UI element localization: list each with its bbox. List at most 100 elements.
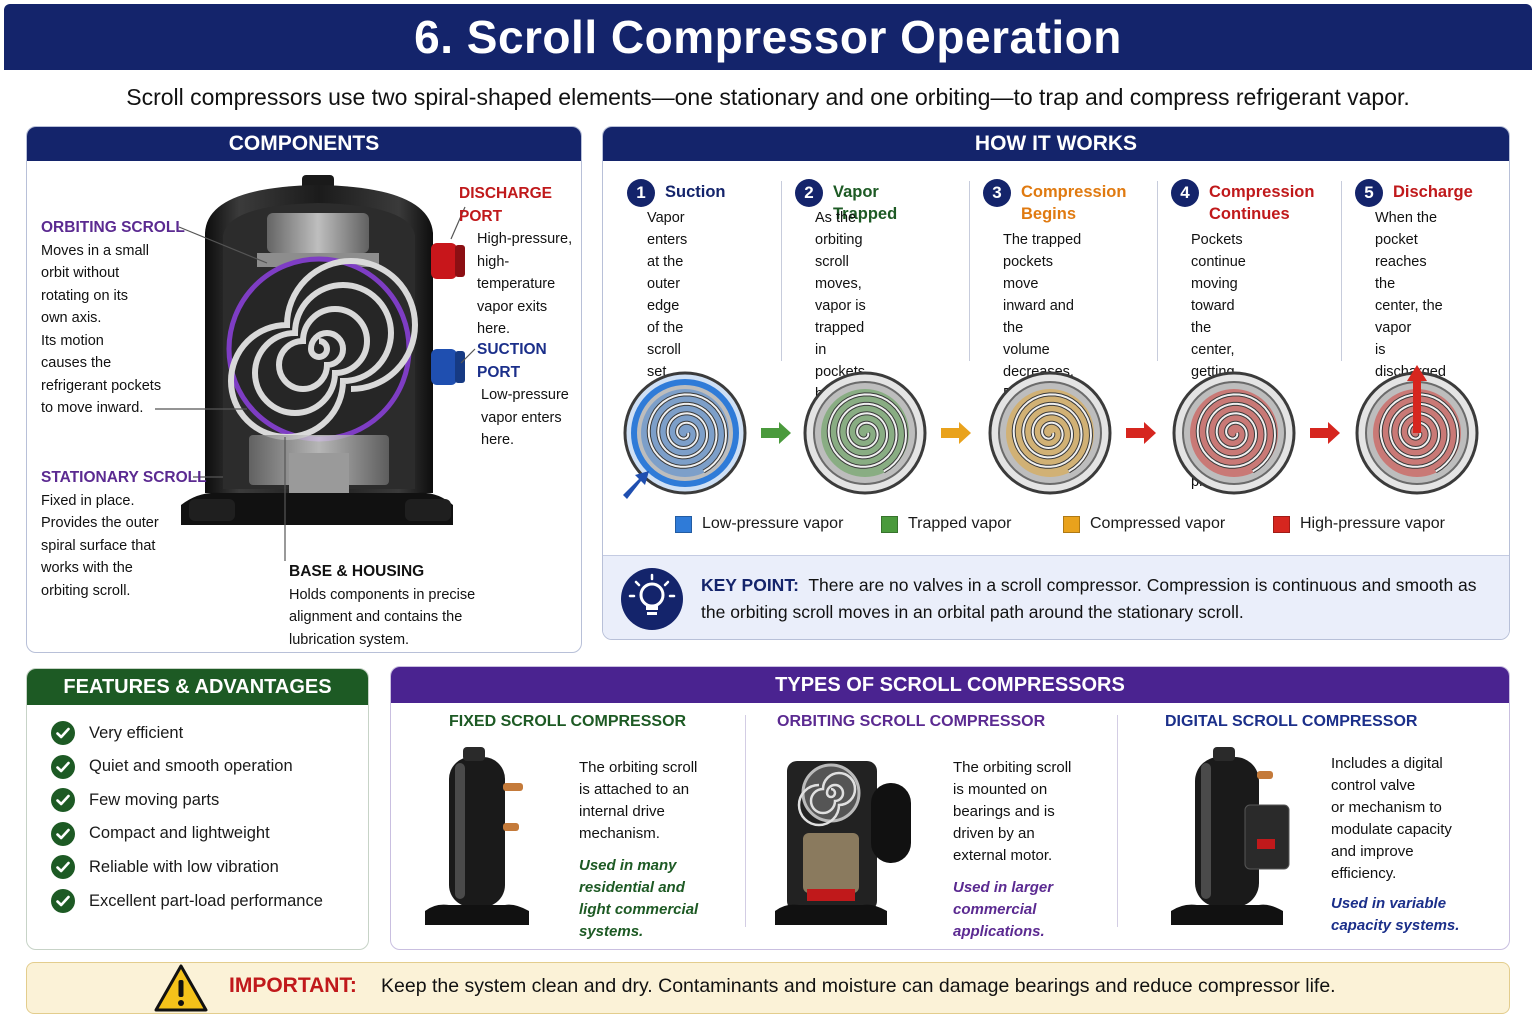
type-usage-line: Used in larger <box>953 879 1054 896</box>
warning-icon <box>154 964 208 1012</box>
step-line: When the pocket <box>1375 210 1438 248</box>
type-line: The orbiting scroll <box>579 759 698 776</box>
step-number: 4 <box>1171 179 1199 207</box>
check-icon <box>51 788 75 813</box>
legend-swatch <box>1063 515 1080 533</box>
step-line: center, the vapor <box>1375 298 1443 336</box>
step-title: Suction <box>665 181 726 203</box>
step-divider <box>1341 181 1342 361</box>
step-line: Pockets continue <box>1191 232 1246 270</box>
discharge-port-label: DISCHARGE PORT High-pressure, high-tempe… <box>459 183 581 341</box>
legend-item: Compressed vapor <box>1063 515 1225 533</box>
discharge-line: High-pressure, <box>477 231 573 247</box>
step-title-line: Discharge <box>1393 183 1473 201</box>
type-usage-line: light commercial <box>579 901 699 918</box>
flow-arrow-icon <box>1126 422 1156 444</box>
important-banner: IMPORTANT: Keep the system clean and dry… <box>26 962 1510 1014</box>
orbiting-line: causes the <box>41 355 112 371</box>
step-line: pockets move <box>1003 254 1053 292</box>
scroll-stage-4 <box>1172 371 1296 495</box>
flow-arrow-icon <box>941 422 971 444</box>
type-line: or mechanism to <box>1331 799 1442 816</box>
orbiting-line: rotating on its <box>41 287 129 304</box>
legend-swatch <box>1273 515 1290 533</box>
type-line: and improve <box>1331 843 1414 860</box>
step-line: edge of the <box>647 298 684 336</box>
step-title: Discharge <box>1393 181 1473 203</box>
step-line: moving toward <box>1191 276 1238 314</box>
feature-item: Compact and lightweight <box>51 821 270 846</box>
scroll-stage-3 <box>988 371 1112 495</box>
step-line: at the outer <box>647 254 684 292</box>
step-title-line: Compression <box>1021 183 1127 201</box>
legend-label: Low-pressure vapor <box>702 515 844 532</box>
type-line: bearings and is <box>953 803 1055 820</box>
step-divider <box>969 181 970 361</box>
step-divider <box>781 181 782 361</box>
base-line: Holds components in precise <box>289 586 476 603</box>
discharge-arrow-icon <box>1407 365 1427 433</box>
key-point-label: KEY POINT: <box>701 575 799 595</box>
features-heading: FEATURES & ADVANTAGES <box>27 669 368 705</box>
feature-item: Few moving parts <box>51 788 220 813</box>
step-line: scroll moves, <box>815 254 862 292</box>
step-line: The trapped <box>1003 232 1082 248</box>
stationary-line: Fixed in place. <box>41 492 135 509</box>
feature-label: Compact and lightweight <box>89 824 270 843</box>
legend-label: Trapped vapor <box>908 515 1012 532</box>
type-line: is attached to an <box>579 781 690 798</box>
type-title: DIGITAL SCROLL COMPRESSOR <box>1165 713 1418 730</box>
orbiting-scroll-label: ORBITING SCROLL Moves in a small orbit w… <box>41 217 185 420</box>
type-line: external motor. <box>953 847 1053 864</box>
stationary-scroll-label: STATIONARY SCROLL Fixed in place. Provid… <box>41 467 207 602</box>
compressor-illustration <box>1165 743 1315 934</box>
step-number: 2 <box>795 179 823 207</box>
orbiting-line: Moves in a small <box>41 242 149 259</box>
feature-label: Quiet and smooth operation <box>89 757 293 776</box>
orbiting-line: orbit without <box>41 265 120 281</box>
suction-port-label: SUCTION PORT Low-pressure vapor enters h… <box>477 339 581 452</box>
base-housing-label: BASE & HOUSING Holds components in preci… <box>289 561 475 651</box>
scroll-stage-2 <box>803 371 927 495</box>
check-icon <box>51 721 75 745</box>
feature-label: Very efficient <box>89 723 184 742</box>
step-title-line: Continues <box>1209 205 1290 223</box>
type-line: modulate capacity <box>1331 821 1452 838</box>
legend-item: Trapped vapor <box>881 515 1011 533</box>
base-line: lubrication system. <box>289 631 410 648</box>
step-title-line: Vapor Trapped <box>833 183 898 223</box>
type-usage-line: applications. <box>953 923 1045 940</box>
components-heading: COMPONENTS <box>27 127 581 161</box>
feature-item: Very efficient <box>51 721 183 745</box>
step-number: 1 <box>627 179 655 207</box>
flow-arrow-icon <box>761 422 791 444</box>
suction-line: Low-pressure <box>481 387 569 403</box>
suction-arrow-icon <box>623 471 649 499</box>
discharge-line: vapor exits here. <box>477 298 548 338</box>
legend-label: Compressed vapor <box>1090 515 1226 532</box>
feature-item: Quiet and smooth operation <box>51 754 293 779</box>
stationary-line: orbiting scroll. <box>41 582 131 599</box>
type-line: control valve <box>1331 777 1416 794</box>
step-line: Vapor enters <box>647 210 688 248</box>
step-line: vapor is trapped <box>815 298 866 336</box>
orbiting-scroll-title: ORBITING SCROLL <box>41 219 185 236</box>
types-heading: TYPES OF SCROLL COMPRESSORS <box>391 667 1509 703</box>
step-divider <box>1157 181 1158 361</box>
orbiting-line: own axis. <box>41 310 102 326</box>
step-number: 5 <box>1355 179 1383 207</box>
feature-label: Few moving parts <box>89 790 220 809</box>
page-title: 6. Scroll Compressor Operation <box>414 11 1122 63</box>
check-icon <box>51 754 75 779</box>
type-usage-line: residential and <box>579 879 685 896</box>
types-panel: TYPES OF SCROLL COMPRESSORS FIXED SCROLL… <box>390 666 1510 950</box>
type-line: is mounted on <box>953 781 1048 798</box>
type-line: efficiency. <box>1331 865 1397 882</box>
